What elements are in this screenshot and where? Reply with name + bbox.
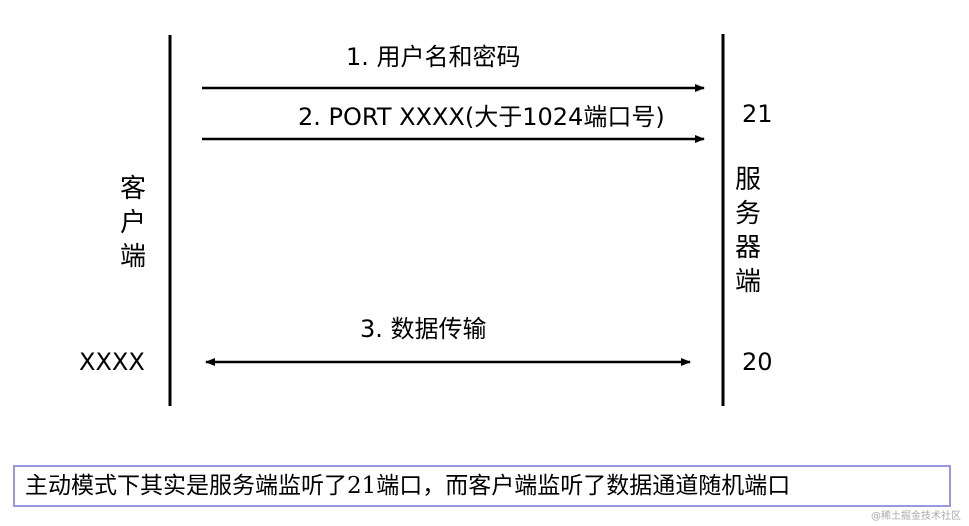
message-1-label: 1. 用户名和密码 — [346, 43, 521, 71]
server-label-char: 务 — [734, 199, 761, 229]
client-data-port: XXXX — [79, 348, 145, 376]
server-data-port: 20 — [742, 348, 773, 376]
client-label: 客 户 端 — [113, 172, 153, 274]
client-label-char: 端 — [119, 242, 146, 272]
client-label-char: 户 — [119, 208, 146, 238]
message-3-label: 3. 数据传输 — [360, 315, 487, 343]
server-control-port: 21 — [742, 100, 773, 128]
watermark: @稀土掘金技术社区 — [871, 511, 961, 522]
server-label: 服 务 器 端 — [728, 163, 768, 299]
server-label-char: 服 — [734, 165, 761, 195]
server-label-char: 端 — [734, 267, 761, 297]
server-label-char: 器 — [734, 233, 761, 263]
client-label-char: 客 — [119, 174, 146, 204]
summary-note: 主动模式下其实是服务端监听了21端口，而客户端监听了数据通道随机端口 — [13, 465, 951, 507]
message-2-label: 2. PORT XXXX(大于1024端口号) — [298, 103, 665, 131]
